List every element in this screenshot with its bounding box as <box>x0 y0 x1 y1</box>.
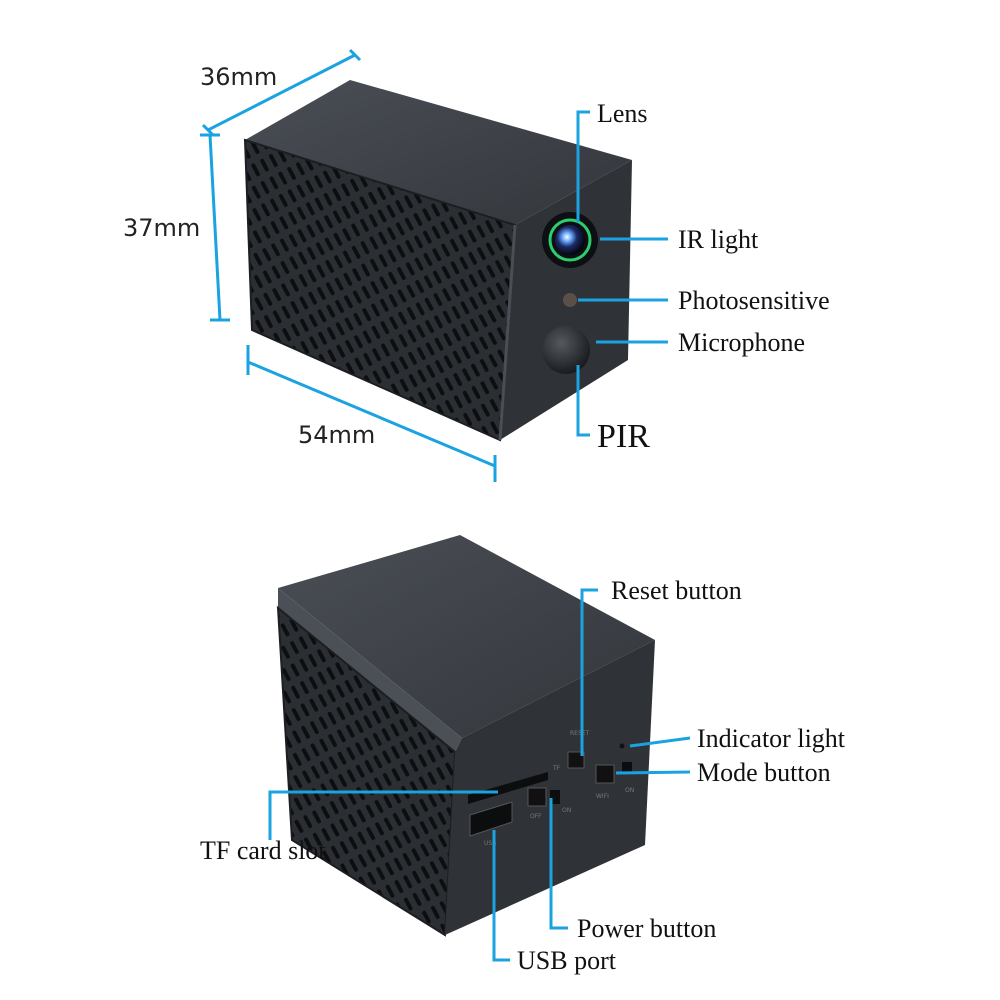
tf-card-slot-icon <box>468 772 548 804</box>
indicator-light-icon <box>619 743 625 749</box>
pir-label: PIR <box>597 418 650 455</box>
lens-callout <box>576 110 590 222</box>
reset-callout <box>580 588 598 756</box>
mark-reset: RESET <box>570 730 590 737</box>
indicator-callout <box>629 736 691 748</box>
dimension-height <box>200 133 230 322</box>
photosensitive-label: Photosensitive <box>678 286 830 315</box>
mark-tf: TF <box>552 765 561 772</box>
photosensitive-icon <box>563 293 577 307</box>
power-button-icon <box>527 787 547 807</box>
depth-label: 36mm <box>200 63 277 91</box>
mark-wifi: WIFI <box>596 793 609 800</box>
dimension-depth <box>201 48 362 137</box>
usb-callout <box>492 830 510 962</box>
mode-button-icon <box>595 764 615 784</box>
microphone-label: Microphone <box>678 328 805 357</box>
mode-button-label: Mode button <box>697 758 831 787</box>
mark-usb: USB <box>484 840 496 847</box>
mode-callout <box>615 770 691 775</box>
tf-callout <box>268 790 498 840</box>
front-camera-view: 36mm 37mm 54mm Lens IR light Photosensit… <box>123 48 830 482</box>
lens-label: Lens <box>597 99 648 128</box>
pir-callout <box>576 365 590 437</box>
usb-port-label: USB port <box>517 946 617 975</box>
camera-top-face <box>245 80 632 225</box>
mark-off: OFF <box>530 813 542 820</box>
back-camera-view: RESET TF OFF ON USB WIFI ON Reset button… <box>200 535 846 975</box>
back-panel <box>445 640 655 935</box>
usb-port-icon <box>469 801 513 837</box>
tf-card-slot-label: TF card slot <box>200 836 326 865</box>
power-button-label: Power button <box>577 914 716 943</box>
dimension-width <box>246 345 497 482</box>
mark-on: ON <box>562 807 571 814</box>
back-side-grille <box>278 608 455 935</box>
height-label: 37mm <box>123 214 200 242</box>
back-top-face <box>278 535 655 738</box>
power-callout <box>549 798 568 930</box>
lens-icon <box>542 212 598 268</box>
pir-sensor-icon <box>542 326 590 374</box>
camera-side-grille <box>245 140 515 440</box>
ir-light-label: IR light <box>678 225 759 254</box>
reset-button-label: Reset button <box>611 576 742 605</box>
reset-button-icon <box>567 751 585 769</box>
mark-on2: ON <box>625 787 634 794</box>
indicator-light-label: Indicator light <box>697 724 846 753</box>
width-label: 54mm <box>298 421 375 449</box>
